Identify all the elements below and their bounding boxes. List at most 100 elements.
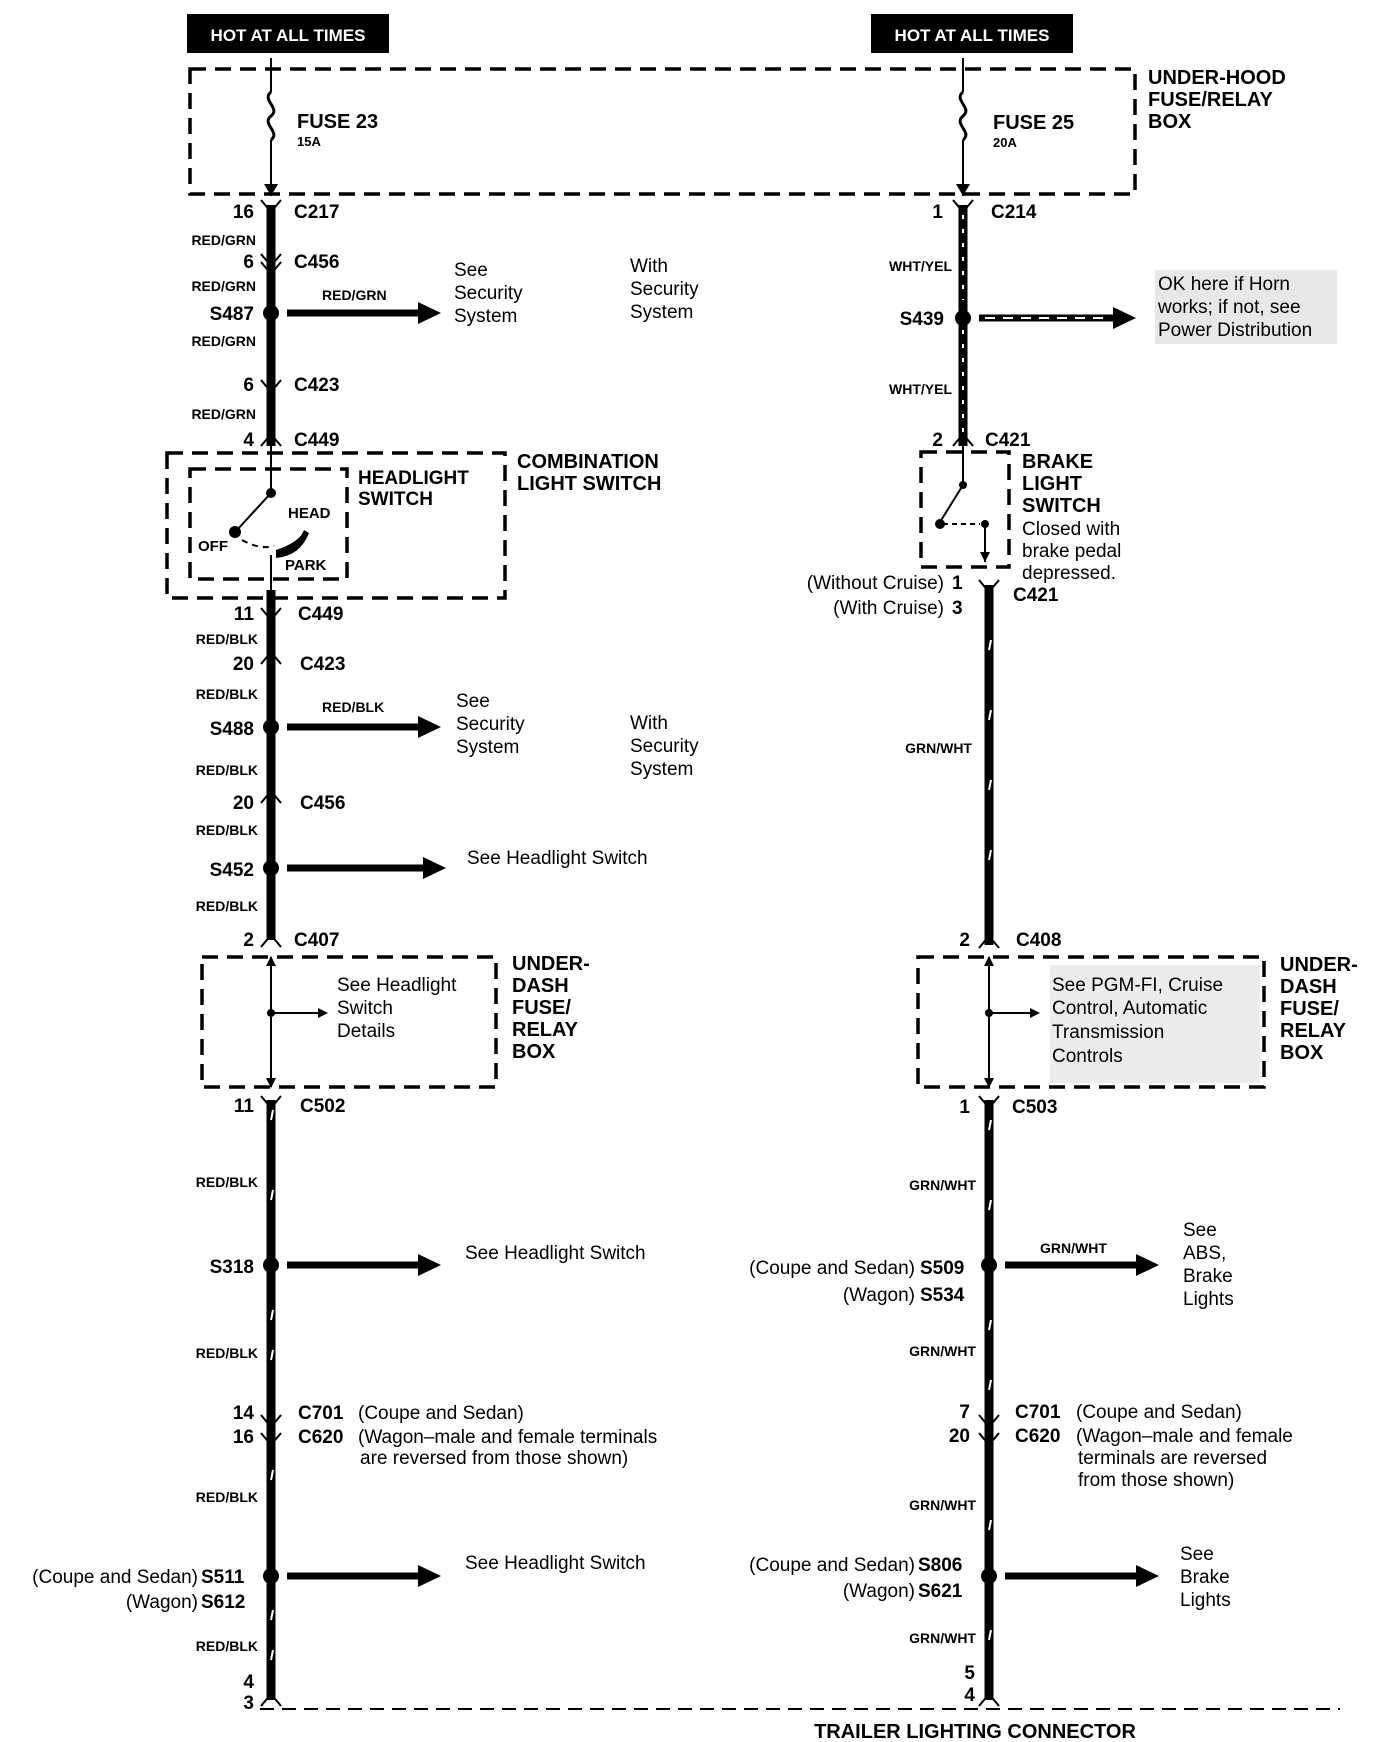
c408-pin: 2 [959,930,970,951]
right-underdash-note-2: Control, Automatic [1052,998,1207,1019]
connector-terminal-right [978,1692,1000,1707]
connector-c449b-left [260,607,282,622]
right-wire-label-7: GRN/WHT [909,1630,976,1646]
connector-c456b-left [260,789,282,804]
connector-c423b-left [260,650,282,665]
s488-wire-label: RED/BLK [322,699,384,715]
right-underdash-label-4: RELAY [1280,1020,1347,1042]
left-term-pin-2: 3 [243,1693,254,1714]
s806-see-3: Lights [1180,1590,1231,1611]
right-wire-label-4: GRN/WHT [909,1177,976,1193]
connector-c701-left [260,1414,282,1429]
c456a-pin: 6 [243,252,254,273]
c449b-pin: 11 [234,604,255,625]
switch-pos-park: PARK [285,557,327,574]
headlight-switch-box [188,467,349,581]
s511-prefix: (Coupe and Sedan) [32,1567,198,1588]
brake-switch-label-2: LIGHT [1022,473,1082,495]
s509-wire-label: GRN/WHT [1040,1240,1107,1256]
s806-name: S806 [918,1555,962,1576]
connector-c502-left [260,1095,282,1110]
wire-stripe-ticks [270,639,992,1661]
brake-light-switch-box [919,450,1011,569]
s509-see-3: Brake [1183,1266,1233,1287]
left-term-pin-1: 4 [243,1672,254,1693]
trailer-connector-label: TRAILER LIGHTING CONNECTOR [814,1721,1136,1742]
brake-switch-mechanism [935,446,990,562]
connector-c407-left [260,933,282,948]
left-underdash-label-4: RELAY [512,1019,579,1041]
left-wire-label-13: RED/BLK [196,1638,258,1654]
c449b-name: C449 [298,604,343,625]
c456a-name: C456 [294,252,339,273]
right-term-pin-2: 4 [964,1685,975,1706]
s612-name: S612 [201,1592,245,1613]
right-underdash-label-3: FUSE/ [1280,998,1339,1020]
brake-switch-label-1: BRAKE [1022,451,1093,473]
hot-badge-right-text: HOT AT ALL TIMES [895,26,1050,45]
connector-c620-right [978,1432,1000,1447]
c502-name: C502 [300,1096,345,1117]
s488-note-2: Security [630,736,699,757]
connector-terminal-left [260,1692,282,1707]
fuse-25-rating: 20A [993,135,1017,150]
s439-arrow [1113,307,1136,329]
left-wire-label-1: RED/GRN [191,232,256,248]
c217-name: C217 [294,202,339,223]
hot-badge-left-text: HOT AT ALL TIMES [211,26,366,45]
s806-see-1: See [1180,1544,1214,1565]
c214-name: C214 [991,202,1037,223]
c701-right-name: C701 [1015,1402,1061,1423]
c421b-pin-2: 3 [952,598,963,619]
left-underdash-internal [266,956,328,1088]
s509-name: S509 [920,1258,964,1279]
brake-switch-label-3: SWITCH [1022,495,1101,517]
right-underdash-note-4: Controls [1052,1046,1123,1067]
c620-right-note-1: (Wagon–male and female [1076,1426,1293,1447]
underhood-fuse-relay-box [188,67,1137,196]
s806-prefix: (Coupe and Sedan) [749,1555,915,1576]
fuse-25-name: FUSE 25 [993,112,1074,134]
left-wire-label-9: RED/BLK [196,898,258,914]
right-underdash-fuse-relay-box [916,955,1266,1089]
fuse-23-rating: 15A [297,134,321,149]
c421b-pin-label-2: (With Cruise) [833,598,944,619]
connector-c421b-right [978,579,1000,594]
headlight-switch-mechanism [229,446,309,598]
combination-label-2: LIGHT SWITCH [517,473,661,495]
connector-c423a-left [260,379,282,394]
connector-c701-right [978,1414,1000,1429]
s509-see-2: ABS, [1183,1243,1226,1264]
left-wire-label-11: RED/BLK [196,1345,258,1361]
right-wire-label-5: GRN/WHT [909,1343,976,1359]
s488-see-3: System [456,737,519,758]
s509-see-4: Lights [1183,1289,1234,1310]
c620-left-note-2: are reversed from those shown) [360,1448,628,1469]
right-underdash-internal [984,956,1040,1088]
s439-note-3: Power Distribution [1158,320,1312,341]
right-wire-label-6: GRN/WHT [909,1497,976,1513]
c620-left-note-1: (Wagon–male and female terminals [358,1427,657,1448]
c217-pin: 16 [233,202,254,223]
s452-arrow [423,857,446,879]
s487-note-3: System [630,302,693,323]
left-underdash-label-2: DASH [512,975,569,997]
s621-name: S621 [918,1581,963,1602]
c421b-pin-label-1: (Without Cruise) [807,573,944,594]
s318-see: See Headlight Switch [465,1243,646,1264]
s487-note-1: With [630,256,668,277]
fuse-23-name: FUSE 23 [297,111,378,133]
switch-pos-head: HEAD [288,505,331,522]
c701-left-note: (Coupe and Sedan) [358,1403,524,1424]
s488-note-1: With [630,713,668,734]
left-underdash-note-3: Details [337,1021,395,1042]
left-wire-label-12: RED/BLK [196,1489,258,1505]
right-wire-label-3: GRN/WHT [905,740,972,756]
s452-name: S452 [210,860,254,881]
c701-left-pin: 14 [233,1403,255,1424]
connector-c217-left [260,199,282,214]
splice-s487 [263,305,279,321]
right-underdash-note-1: See PGM-FI, Cruise [1052,975,1223,996]
right-term-pin-1: 5 [964,1663,975,1684]
c502-pin: 11 [234,1096,255,1117]
